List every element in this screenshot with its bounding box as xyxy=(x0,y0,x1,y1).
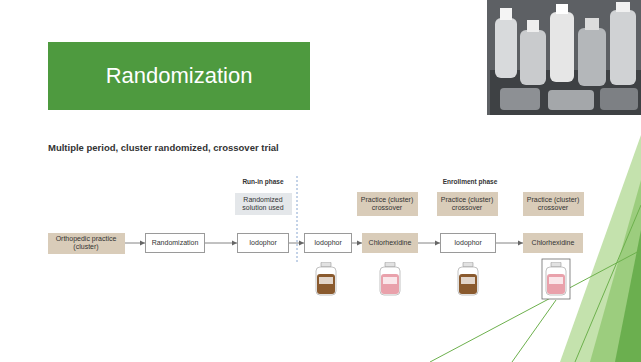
green-line xyxy=(430,250,641,362)
box-text: Practice (cluster) crossover xyxy=(440,196,495,212)
box-text: Iodophor xyxy=(314,239,342,247)
flow-arrow xyxy=(125,243,146,244)
box-text: Iodophor xyxy=(454,239,482,247)
highlight-frame xyxy=(542,259,570,299)
box-text: Chlorhexidine xyxy=(532,239,575,247)
solution-box: Iodophor xyxy=(440,233,496,253)
title-banner: Randomization xyxy=(48,42,310,110)
green-triangle xyxy=(615,230,641,362)
subtitle: Multiple period, cluster randomized, cro… xyxy=(48,142,279,153)
box-text: Randomized solution used xyxy=(238,196,289,212)
flow-arrow xyxy=(352,243,362,244)
iodophor-bottle xyxy=(458,262,478,295)
note-box: Randomized solution used xyxy=(235,193,292,215)
solution-box: Iodophor xyxy=(304,233,352,253)
box-text: Iodophor xyxy=(249,239,277,247)
box-text: Orthopedic practice (cluster) xyxy=(51,235,122,251)
practice-box: Chlorhexidine xyxy=(362,233,418,253)
bottle-photo xyxy=(487,0,641,115)
solution-box: Iodophor xyxy=(237,233,289,253)
phase-label: Enrollment phase xyxy=(443,178,498,185)
green-triangle xyxy=(590,180,641,362)
green-line xyxy=(575,205,641,362)
practice-box: Orthopedic practice (cluster) xyxy=(48,233,125,254)
chlorhexidine-bottle xyxy=(380,262,400,295)
flow-arrow xyxy=(205,243,237,244)
green-line xyxy=(512,300,556,362)
practice-box: Practice (cluster) crossover xyxy=(437,192,498,216)
practice-box: Practice (cluster) crossover xyxy=(523,192,584,216)
box-text: Randomization xyxy=(152,239,199,247)
box-text: Practice (cluster) crossover xyxy=(360,196,415,212)
chlorhexidine-bottle xyxy=(546,262,566,295)
slide-title: Randomization xyxy=(106,63,253,89)
iodophor-bottle xyxy=(316,262,336,295)
practice-box: Chlorhexidine xyxy=(523,233,583,253)
solution-box: Randomization xyxy=(145,233,205,253)
flow-arrow xyxy=(289,243,304,244)
box-text: Practice (cluster) crossover xyxy=(526,196,581,212)
phase-label: Run-in phase xyxy=(242,178,283,185)
practice-box: Practice (cluster) crossover xyxy=(357,192,418,216)
flow-arrow xyxy=(496,243,523,244)
phase-divider xyxy=(297,176,298,262)
flow-arrow xyxy=(418,243,440,244)
box-text: Chlorhexidine xyxy=(369,239,412,247)
